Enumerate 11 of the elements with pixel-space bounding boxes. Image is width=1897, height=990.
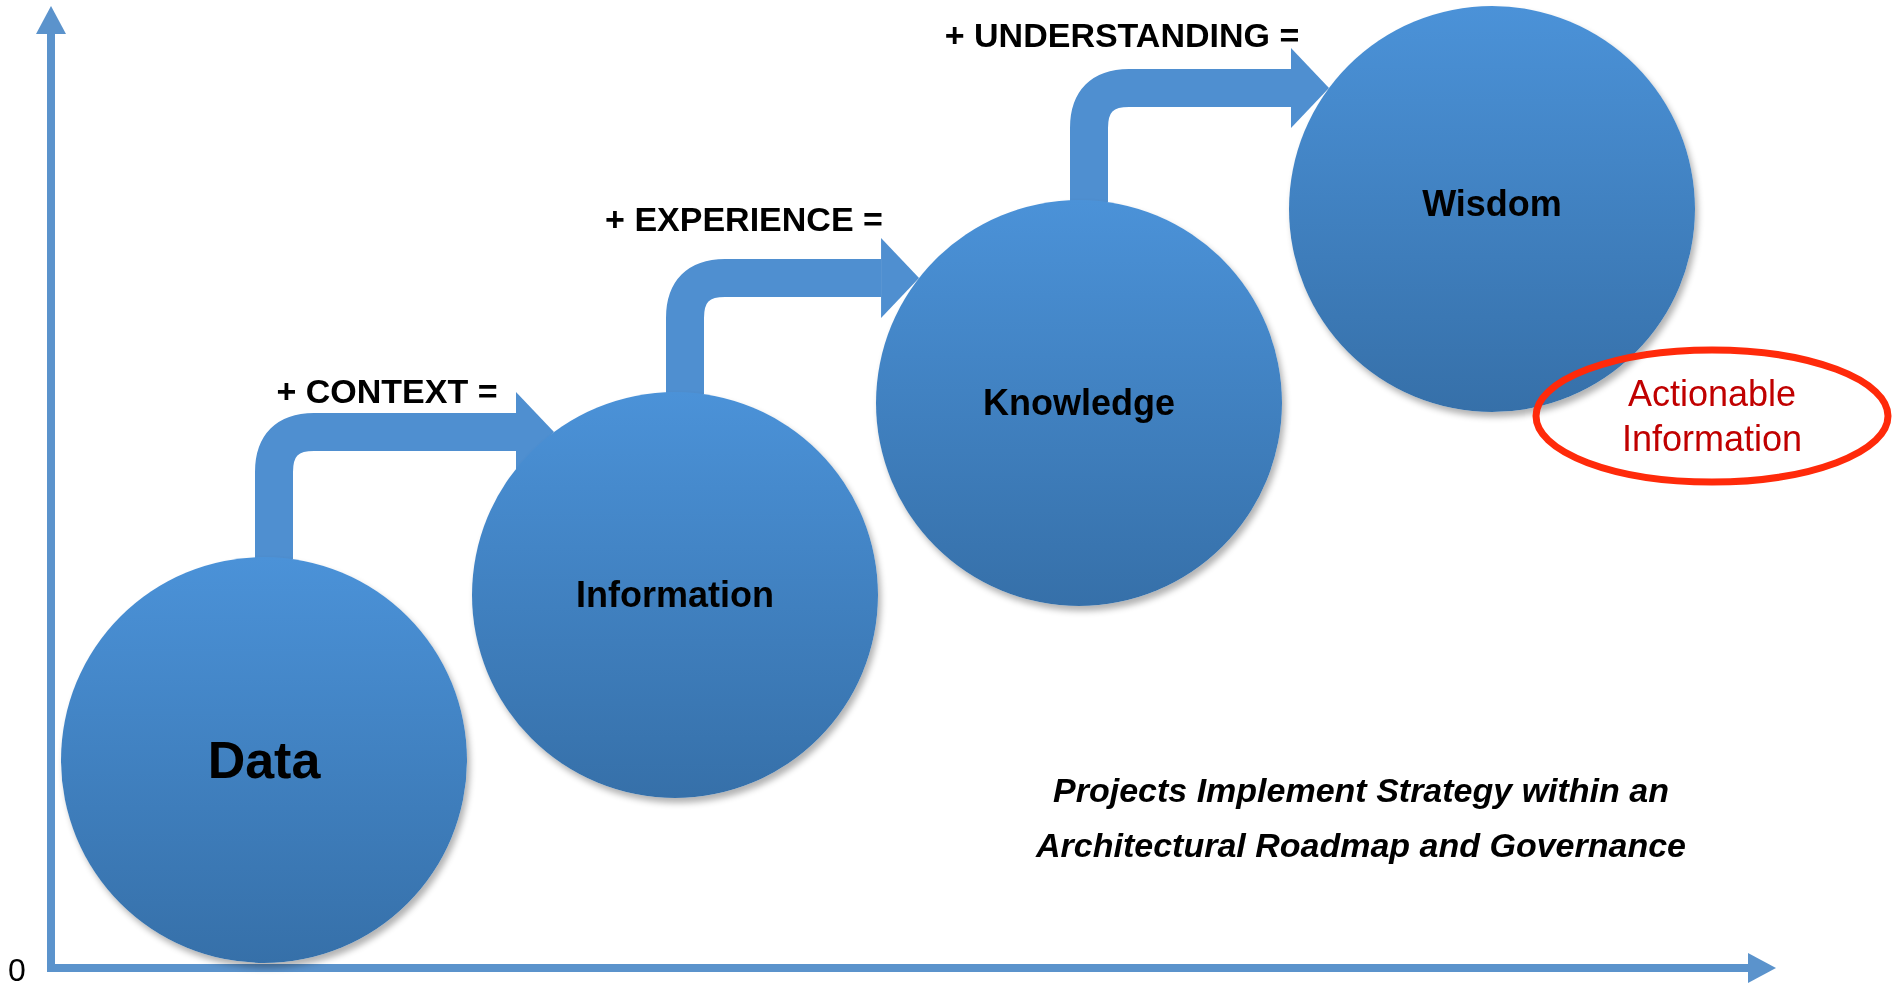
axis-origin-label: 0 xyxy=(8,952,27,989)
edge-label: + CONTEXT = xyxy=(276,372,498,411)
highlight-ellipse xyxy=(1531,345,1893,487)
node-label: Actionable Information xyxy=(1620,372,1804,461)
edge-label: + EXPERIENCE = xyxy=(605,200,883,239)
node-label: Knowledge xyxy=(983,382,1175,424)
node-label: Information xyxy=(576,574,774,616)
node-label: Wisdom xyxy=(1422,183,1562,225)
note-text: Projects Implement Strategy within an Architectural Roadmap and Governance xyxy=(1034,770,1687,866)
edge-label: + UNDERSTANDING = xyxy=(944,16,1300,55)
node-label: Data xyxy=(207,730,321,790)
